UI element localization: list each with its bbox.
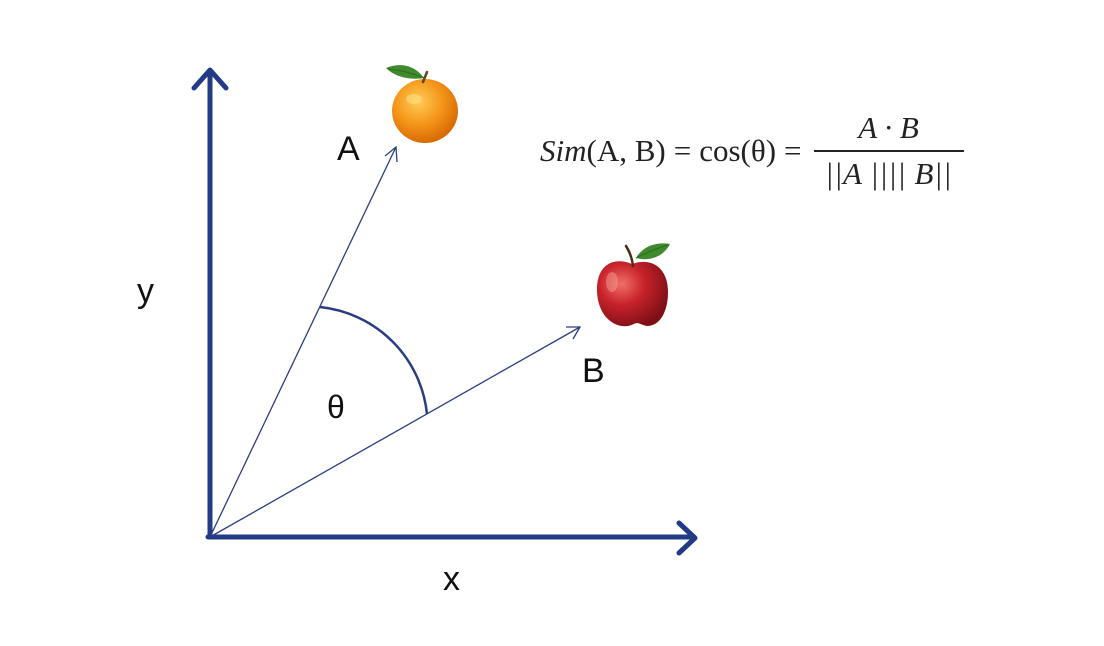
vector-b-line	[209, 326, 581, 538]
formula-denominator: ||A |||| B||	[825, 156, 953, 191]
vector-b-arrowhead	[566, 326, 582, 340]
x-axis-label: x	[443, 560, 460, 598]
y-axis-arrowhead	[191, 67, 229, 91]
vectors	[209, 145, 582, 538]
formula-fraction: A · B ||A |||| B||	[813, 110, 964, 192]
angle-arc	[319, 305, 429, 415]
vector-a-line	[209, 146, 397, 538]
formula-equals-2: =	[784, 133, 802, 168]
y-axis-label: y	[137, 272, 154, 310]
orange-icon	[386, 65, 458, 143]
vector-a-label: A	[337, 130, 360, 168]
vector-a-arrowhead	[384, 145, 398, 163]
angle-label: θ	[327, 389, 345, 425]
vector-b-label: B	[582, 352, 605, 390]
formula-numerator: A · B	[858, 110, 919, 145]
x-axis-arrowhead	[676, 520, 698, 556]
formula-equals-1: =	[673, 133, 692, 168]
cosine-similarity-formula: Sim (A, B) = cos(θ) = A · B ||A |||| B||	[540, 110, 964, 192]
formula-cos-expression: cos(θ)	[699, 133, 777, 168]
formula-sim-function: Sim	[540, 133, 587, 168]
formula-sim-args: (A, B)	[586, 133, 666, 168]
formula-fraction-bar	[813, 150, 964, 152]
apple-icon	[596, 243, 670, 327]
axes	[191, 67, 698, 556]
